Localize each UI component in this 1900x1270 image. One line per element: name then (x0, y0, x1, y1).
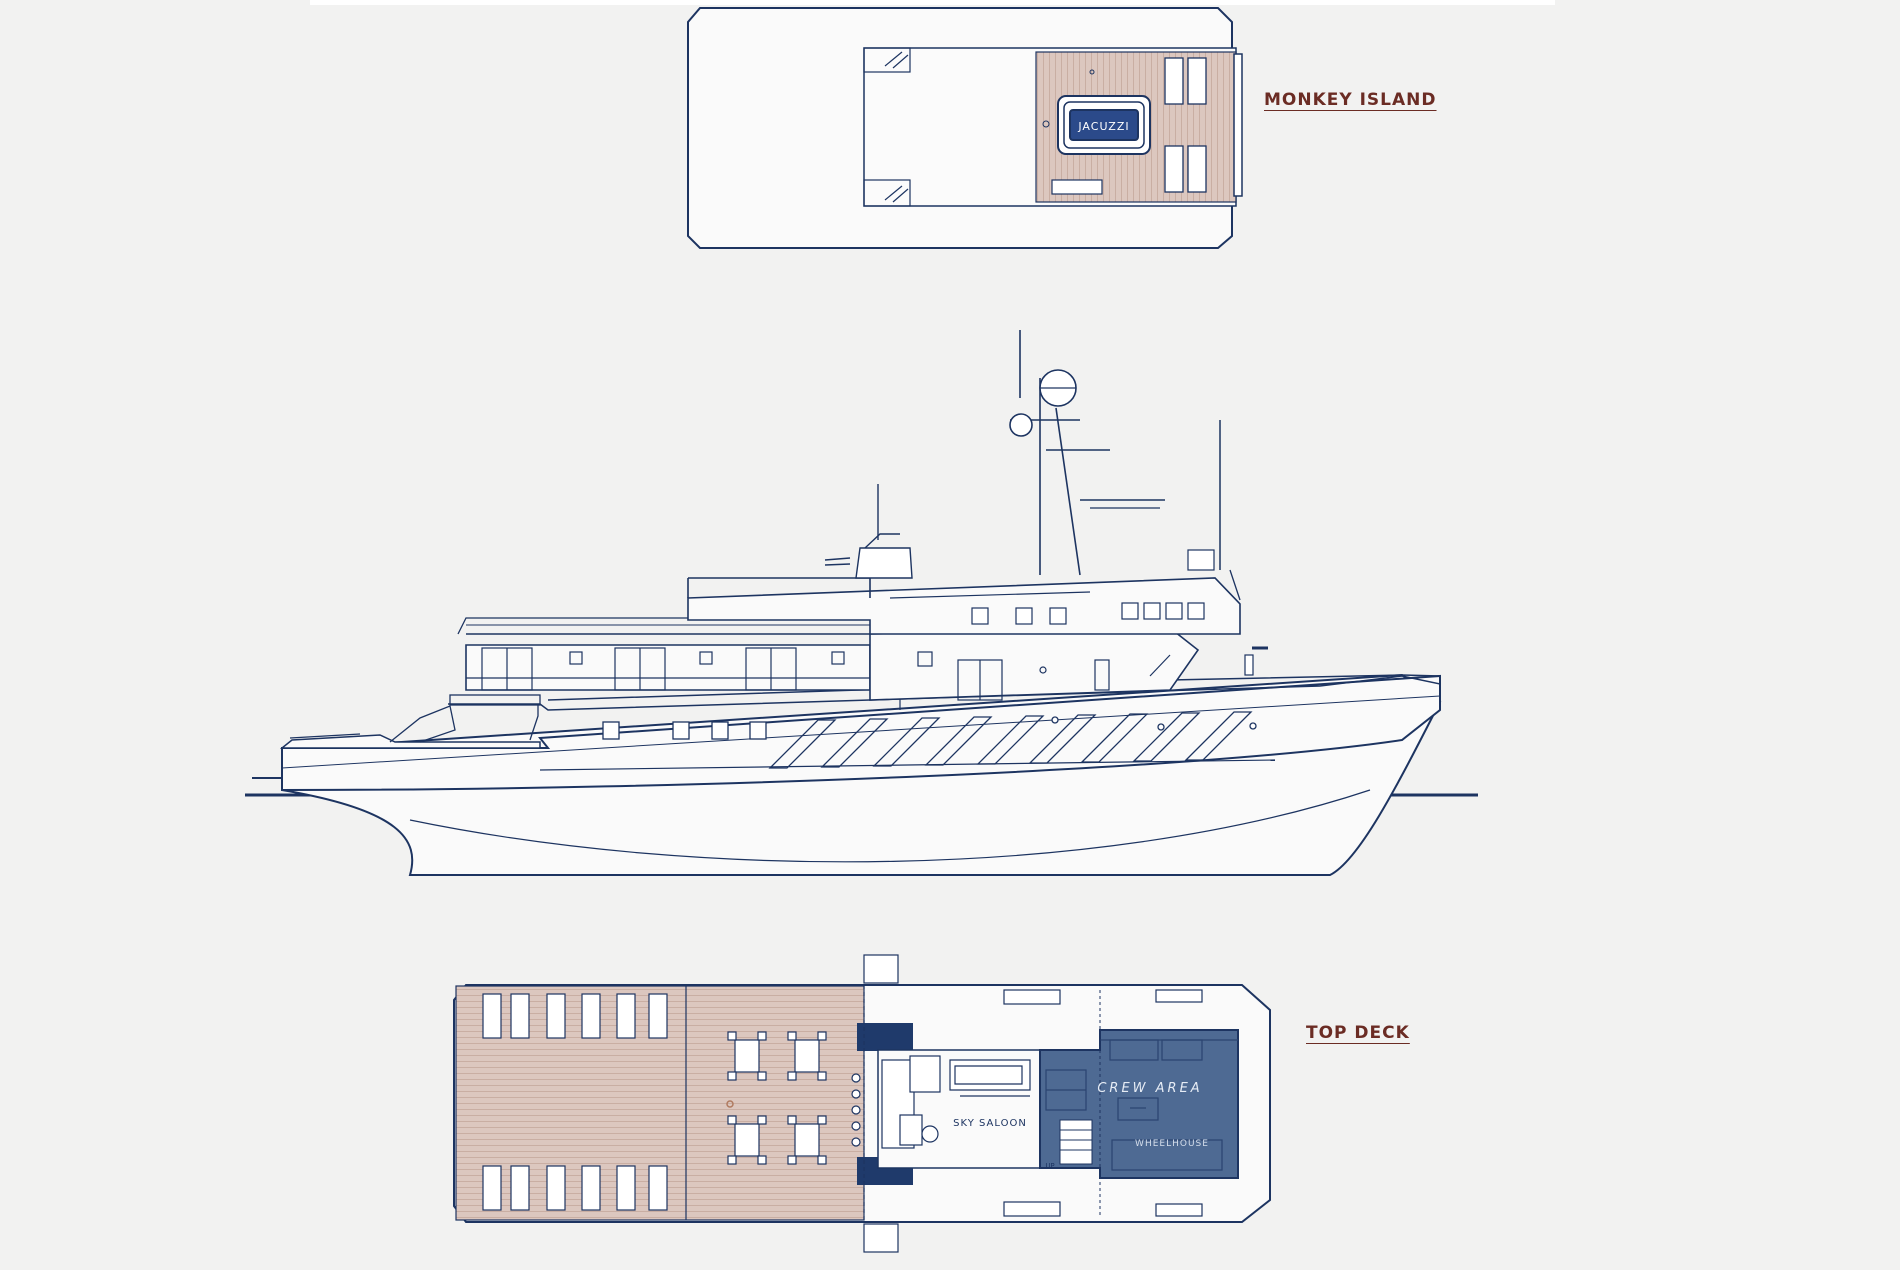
top-deck-plan (453, 954, 1271, 1253)
sky-saloon-label: SKY SALOON (953, 1118, 1027, 1129)
crew-area-label: CREW AREA (1097, 1081, 1202, 1096)
top-strip (310, 0, 1555, 5)
monkey-island-title: MONKEY ISLAND (1264, 90, 1437, 110)
jacuzzi-label: JACUZZI (1077, 120, 1129, 133)
monkey-island-plan (687, 7, 1243, 249)
wheelhouse-label: WHEELHOUSE (1135, 1139, 1209, 1149)
top-deck-title: TOP DECK (1306, 1023, 1410, 1043)
profile-view (245, 330, 1478, 876)
up-label: UP (1045, 1162, 1054, 1170)
